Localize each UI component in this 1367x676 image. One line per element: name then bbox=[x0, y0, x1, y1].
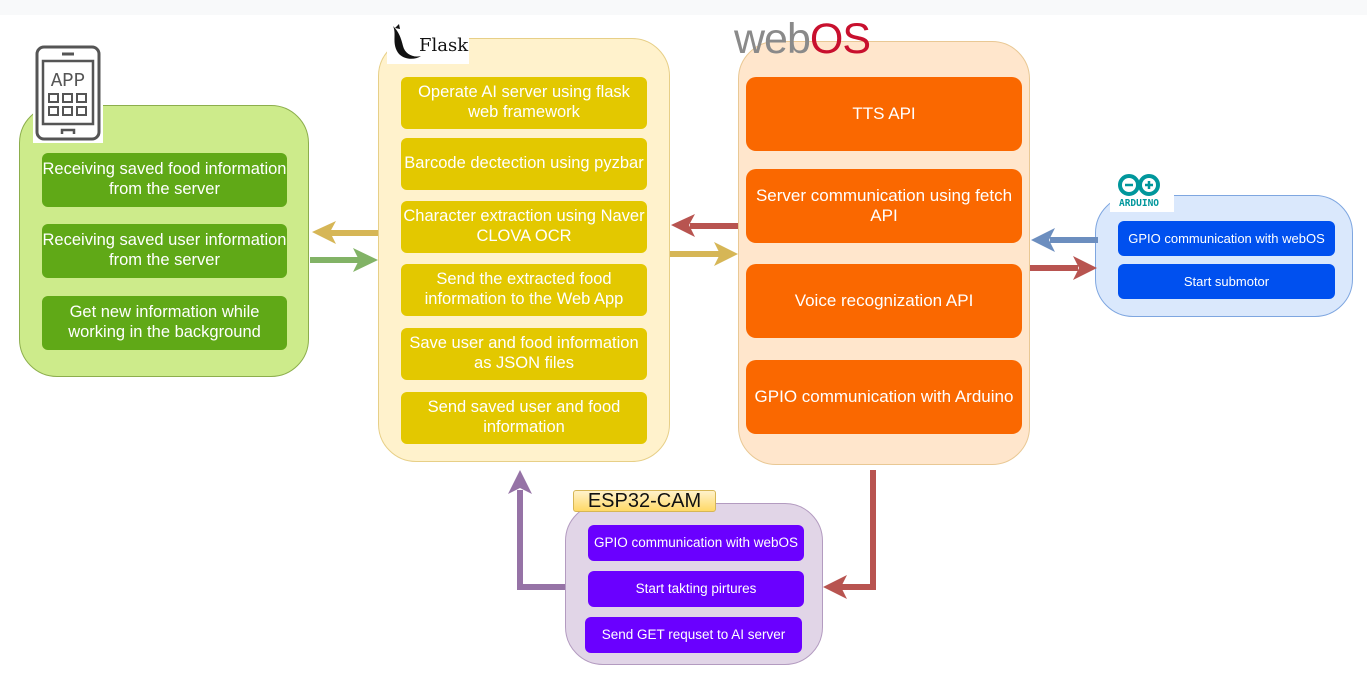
flask-item: Barcode dectection using pyzbar bbox=[401, 138, 647, 190]
flask-item: Send saved user and food information bbox=[401, 392, 647, 444]
esp32-item-label: Send GET requset to AI server bbox=[601, 626, 786, 642]
arrow-webos-to-flask bbox=[671, 214, 738, 237]
arduino-item: Start submotor bbox=[1118, 264, 1335, 299]
webos-item-label: TTS API bbox=[852, 103, 916, 123]
flask-item: Character extraction using Naver CLOVA O… bbox=[401, 201, 647, 253]
esp32-item-label: Start takting pirtures bbox=[635, 580, 757, 596]
webos-item: Server communication using fetch API bbox=[746, 169, 1022, 243]
flask-item-label: Barcode dectection using pyzbar bbox=[404, 154, 644, 173]
arrow-flask-to-app bbox=[312, 221, 378, 244]
esp32-item: GPIO communication with webOS bbox=[588, 525, 804, 561]
webos-logo-web: web bbox=[734, 15, 811, 63]
webos-item: GPIO communication with Arduino bbox=[746, 360, 1022, 434]
app-item: Get new information while working in the… bbox=[42, 296, 287, 350]
webos-logo: webOS bbox=[734, 15, 871, 63]
arrow-flask-to-webos bbox=[670, 242, 738, 266]
flask-item-label: Send the extracted food information to t… bbox=[424, 270, 624, 308]
webos-item-label: Voice recognization API bbox=[794, 290, 974, 310]
webos-logo-os: OS bbox=[809, 15, 871, 63]
tablet-app-icon: APP bbox=[35, 45, 101, 141]
esp32-item-label: GPIO communication with webOS bbox=[593, 534, 799, 550]
flask-item-label: Character extraction using Naver CLOVA O… bbox=[403, 207, 645, 245]
webos-item-label: Server communication using fetch API bbox=[755, 185, 1013, 225]
arduino-item: GPIO communication with webOS bbox=[1118, 221, 1335, 256]
esp32-title-text: ESP32-CAM bbox=[587, 490, 702, 512]
app-logo: APP bbox=[33, 44, 103, 143]
esp32-title: ESP32-CAM bbox=[573, 490, 716, 512]
arrow-webos-to-arduino bbox=[1030, 256, 1097, 280]
webos-item: TTS API bbox=[746, 77, 1022, 151]
flask-item-label: Operate AI server using flask web framew… bbox=[418, 83, 630, 121]
app-item: Receiving saved user information from th… bbox=[42, 224, 287, 278]
webos-item: Voice recognization API bbox=[746, 264, 1022, 338]
flask-item-label: Send saved user and food information bbox=[427, 398, 621, 436]
flask-item-label: Save user and food information as JSON f… bbox=[409, 334, 639, 372]
svg-text:Flask: Flask bbox=[419, 35, 469, 56]
flask-item: Save user and food information as JSON f… bbox=[401, 328, 647, 380]
app-item-label: Receiving saved user information from th… bbox=[42, 231, 287, 269]
webos-item-label: GPIO communication with Arduino bbox=[754, 386, 1014, 406]
app-item-label: Receiving saved food information from th… bbox=[42, 160, 287, 198]
top-strip bbox=[0, 0, 1367, 15]
app-item: Receiving saved food information from th… bbox=[42, 153, 287, 207]
flask-item: Send the extracted food information to t… bbox=[401, 264, 647, 316]
esp32-item: Start takting pirtures bbox=[588, 571, 804, 607]
app-item-label: Get new information while working in the… bbox=[68, 303, 261, 341]
arrow-arduino-to-webos bbox=[1031, 228, 1098, 252]
arrow-app-to-flask bbox=[310, 248, 378, 272]
arrow-esp32-to-flask bbox=[508, 470, 565, 590]
arduino-item-label: Start submotor bbox=[1183, 273, 1270, 289]
svg-text:APP: APP bbox=[51, 70, 85, 92]
flask-horn-icon: Flask bbox=[393, 24, 469, 59]
arrow-webos-to-esp32 bbox=[823, 470, 876, 599]
flask-item: Operate AI server using flask web framew… bbox=[401, 77, 647, 129]
arduino-infinity-icon: ARDUINO bbox=[1118, 174, 1160, 209]
arduino-item-label: GPIO communication with webOS bbox=[1128, 230, 1325, 246]
flask-logo: Flask bbox=[387, 22, 469, 64]
arduino-logo: ARDUINO bbox=[1110, 170, 1174, 212]
esp32-item: Send GET requset to AI server bbox=[585, 617, 802, 653]
svg-text:ARDUINO: ARDUINO bbox=[1119, 198, 1159, 209]
